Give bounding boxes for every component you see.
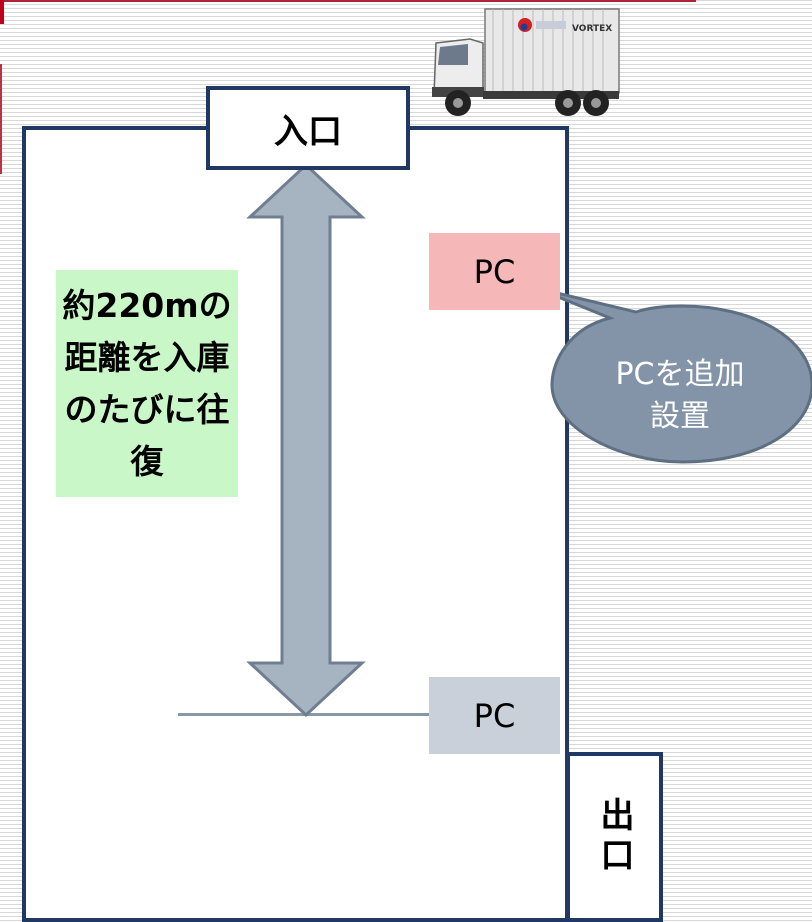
left-accent-bar — [0, 64, 2, 174]
exit-box: 出口 — [566, 752, 663, 922]
callout-label: PCを追加設置 — [552, 340, 808, 452]
truck-image — [432, 8, 620, 116]
double-arrow — [246, 162, 366, 718]
pc-new-box: PC — [429, 233, 560, 310]
callout-text: PCを追加設置 — [615, 357, 745, 434]
entrance-box: 入口 — [206, 86, 410, 170]
callout-bubble — [535, 286, 812, 464]
pc-existing-box: PC — [429, 677, 560, 754]
left-accent-mark — [0, 0, 4, 24]
truck-brand-text: VORTEX — [572, 24, 613, 34]
top-accent-line — [0, 0, 696, 2]
distance-note: 約220mの距離を入庫のたびに往復 — [56, 270, 238, 497]
distance-note-text: 約220mの距離を入庫のたびに往復 — [62, 285, 232, 481]
